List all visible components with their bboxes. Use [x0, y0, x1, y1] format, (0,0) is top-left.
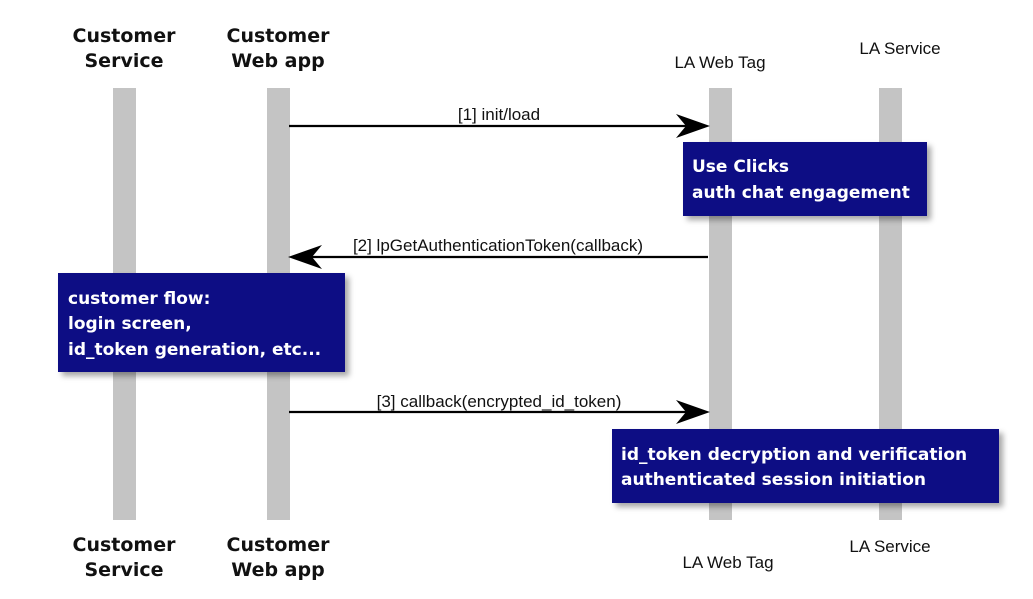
- participant-name-line: Web app: [231, 559, 324, 581]
- participant-name-line: LA Web Tag: [674, 53, 765, 72]
- note-box: [683, 142, 927, 216]
- arrowhead-right-icon: [676, 400, 710, 424]
- participant-name-line: Service: [85, 50, 164, 72]
- message-label: [1] init/load: [458, 105, 540, 124]
- note-id-token: id_token decryption and verification aut…: [612, 429, 999, 503]
- note-text-line: auth chat engagement: [692, 183, 910, 203]
- arrowhead-right-icon: [676, 114, 710, 138]
- note-customer-flow: customer flow: login screen, id_token ge…: [58, 273, 345, 372]
- message-init-load: [1] init/load: [289, 105, 710, 138]
- participant-name-line: LA Service: [849, 537, 930, 556]
- note-box: [58, 273, 345, 372]
- participant-name-line: Web app: [231, 50, 324, 72]
- participant-name-line: Customer: [73, 25, 177, 47]
- participant-header-top-la-web-tag: LA Web Tag: [674, 53, 765, 72]
- message-callback: [3] callback(encrypted_id_token): [289, 392, 710, 424]
- participant-name-line: LA Web Tag: [682, 553, 773, 572]
- participant-name-line: Customer: [227, 25, 331, 47]
- participant-name-line: Customer: [73, 534, 177, 556]
- participant-name-line: Customer: [227, 534, 331, 556]
- note-text-line: id_token generation, etc...: [68, 340, 321, 360]
- note-text-line: id_token decryption and verification: [621, 445, 967, 465]
- message-label: [3] callback(encrypted_id_token): [377, 392, 622, 411]
- participant-name-line: LA Service: [859, 39, 940, 58]
- note-box: [612, 429, 999, 503]
- participant-header-top-customer-service: Customer Service: [73, 25, 177, 72]
- participant-name-line: Service: [85, 559, 164, 581]
- participant-header-bottom-la-web-tag: LA Web Tag: [682, 553, 773, 572]
- note-text-line: login screen,: [68, 314, 192, 334]
- arrowhead-left-icon: [288, 245, 322, 269]
- participant-header-bottom-customer-web-app: Customer Web app: [227, 534, 331, 581]
- note-text-line: customer flow:: [68, 289, 210, 309]
- message-get-auth-token: [2] lpGetAuthenticationToken(callback): [288, 236, 708, 269]
- note-text-line: authenticated session initiation: [621, 470, 926, 490]
- participant-header-top-la-service: LA Service: [859, 39, 940, 58]
- participant-header-bottom-la-service: LA Service: [849, 537, 930, 556]
- note-text-line: Use Clicks: [692, 157, 789, 177]
- note-use-clicks: Use Clicks auth chat engagement: [683, 142, 927, 216]
- participant-header-top-customer-web-app: Customer Web app: [227, 25, 331, 72]
- message-label: [2] lpGetAuthenticationToken(callback): [353, 236, 643, 255]
- participant-header-bottom-customer-service: Customer Service: [73, 534, 177, 581]
